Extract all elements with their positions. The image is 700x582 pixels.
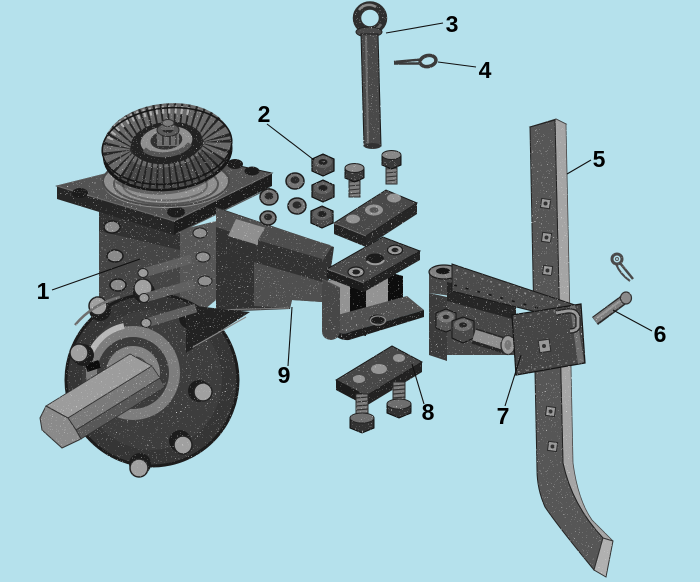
svg-text:3: 3 (446, 11, 459, 37)
svg-text:6: 6 (654, 321, 667, 347)
svg-text:7: 7 (497, 403, 510, 429)
svg-text:8: 8 (422, 399, 435, 425)
svg-text:1: 1 (37, 278, 50, 304)
svg-text:9: 9 (278, 362, 291, 388)
svg-text:4: 4 (479, 57, 492, 83)
svg-text:5: 5 (593, 146, 606, 172)
svg-text:2: 2 (258, 101, 271, 127)
